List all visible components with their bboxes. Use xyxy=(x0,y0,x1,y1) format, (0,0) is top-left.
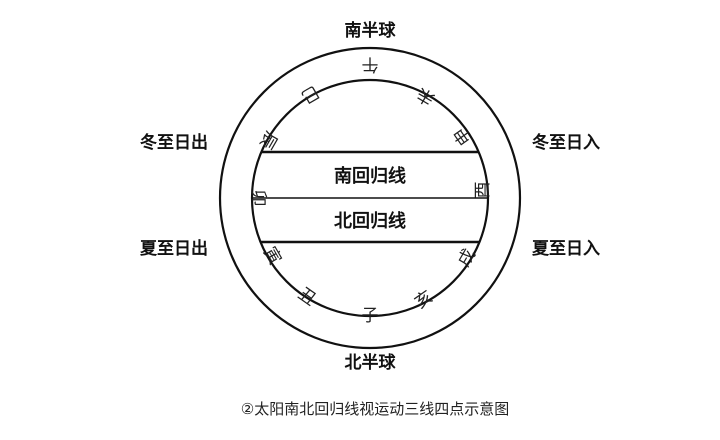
branch-you: 酉 xyxy=(473,182,493,199)
branch-zi: 子 xyxy=(362,306,379,326)
south-tropic-label: 南回归线 xyxy=(334,165,406,187)
branch-chou: 丑 xyxy=(294,284,319,310)
north-hemisphere-label: 北半球 xyxy=(345,352,397,373)
branch-wei: 未 xyxy=(414,83,439,109)
south-hemisphere-label: 南半球 xyxy=(345,20,397,41)
branch-wu: 午 xyxy=(362,54,379,74)
winter-solstice-sunset-label: 冬至日入 xyxy=(532,132,600,153)
branch-mao: 卯 xyxy=(248,190,268,207)
north-tropic-label: 北回归线 xyxy=(334,210,406,232)
branch-hai: 亥 xyxy=(411,287,436,313)
outer-ring xyxy=(218,46,522,350)
branch-chen: 辰 xyxy=(255,128,281,153)
winter-solstice-sunrise-label: 冬至日出 xyxy=(140,132,208,153)
branch-shen: 申 xyxy=(450,123,476,148)
summer-solstice-sunrise-label: 夏至日出 xyxy=(140,238,208,259)
summer-solstice-sunset-label: 夏至日入 xyxy=(532,239,600,259)
figure-caption: ②太阳南北回归线视运动三线四点示意图 xyxy=(241,400,509,418)
